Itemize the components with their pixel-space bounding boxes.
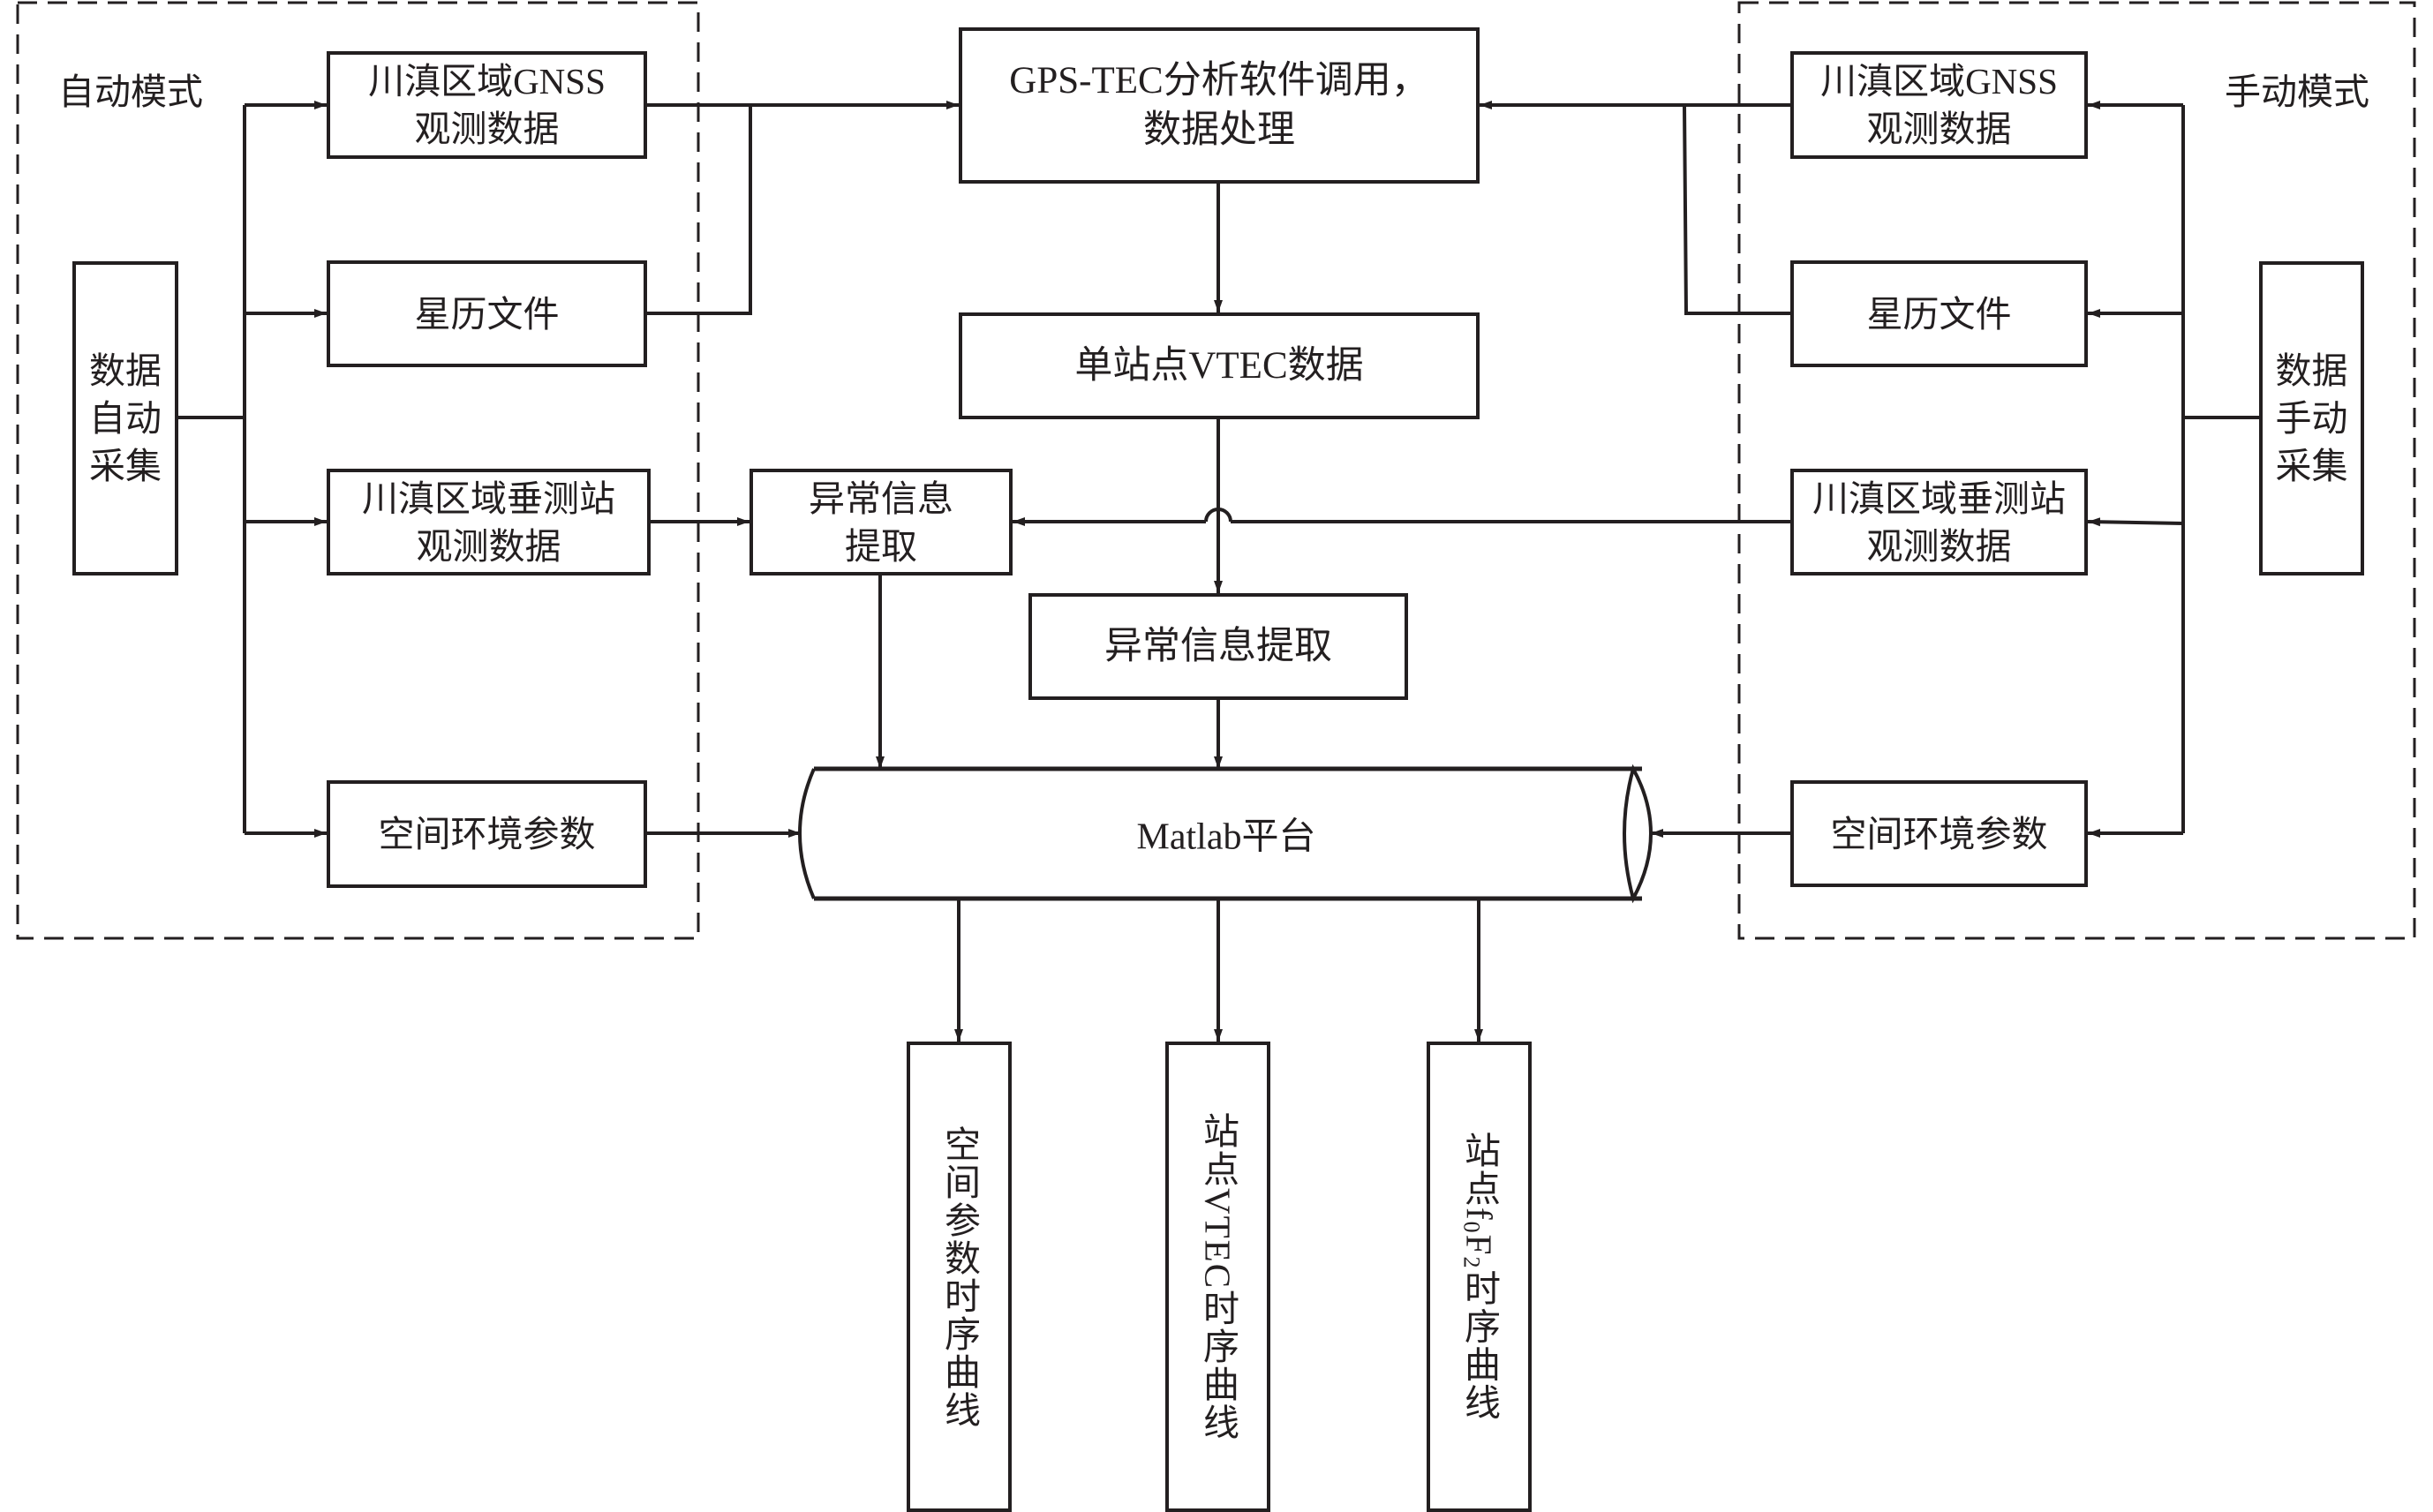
fof2-curve-prefix: 站点 <box>1458 1132 1500 1208</box>
anomaly-extract-left-box: 异常信息 提取 <box>749 469 1013 575</box>
manual-collector-line-1: 数据 <box>2275 350 2348 391</box>
auto-collector-line-3: 采集 <box>89 446 162 486</box>
manual-mode-label: 手动模式 <box>2225 71 2369 112</box>
vtec-curve-latin: VTEC <box>1197 1187 1239 1290</box>
manual-ionosonde-line-2: 观测数据 <box>1866 525 2012 567</box>
vtec-data-box: 单站点VTEC数据 <box>959 312 1480 419</box>
platform-cylinder-right-cap <box>1623 764 1653 904</box>
auto-data-collection-box: 数据 自动 采集 <box>72 261 178 575</box>
manual-space-env-label: 空间环境参数 <box>1830 813 2048 854</box>
manual-ephemeris-box: 星历文件 <box>1790 260 2088 367</box>
gps-tec-line-1: GPS-TEC分析软件调用， <box>1009 59 1429 102</box>
manual-collector-line-3: 采集 <box>2275 446 2348 486</box>
fof2-sub-o: 0 <box>1458 1221 1485 1235</box>
manual-ionosonde-data-box: 川滇区域垂测站 观测数据 <box>1790 469 2088 575</box>
manual-gnss-line-1: 川滇区域GNSS <box>1820 61 2058 102</box>
auto-ephemeris-box: 星历文件 <box>327 260 647 367</box>
space-params-curve-label: 空间参数时序曲线 <box>938 1125 980 1429</box>
space-params-curve-box: 空间参数时序曲线 <box>907 1042 1012 1512</box>
vtec-curve-suffix: 时序曲线 <box>1197 1290 1239 1442</box>
anomaly-extract-center-box: 异常信息提取 <box>1028 593 1408 700</box>
auto-space-env-label: 空间环境参数 <box>378 814 596 854</box>
manual-ionosonde-line-1: 川滇区域垂测站 <box>1812 478 2066 519</box>
manual-gnss-line-2: 观测数据 <box>1866 109 2012 149</box>
auto-mode-label: 自动模式 <box>58 71 203 112</box>
manual-ephemeris-label: 星历文件 <box>1866 293 2012 335</box>
auto-collector-line-1: 数据 <box>89 350 162 391</box>
platform-cylinder-body <box>814 766 1642 901</box>
auto-gnss-line-1: 川滇区域GNSS <box>368 61 606 102</box>
auto-gnss-ephemeris-merge <box>647 103 752 315</box>
anomaly-left-line-2: 提取 <box>845 525 917 567</box>
platform-cylinder-left-cap <box>798 768 816 899</box>
arrow-to-manual-ionosonde <box>2087 517 2184 527</box>
matlab-platform-label: Matlab平台 <box>1136 816 1316 858</box>
vtec-curve-label: 站点VTEC时序曲线 <box>1197 1111 1239 1442</box>
auto-gnss-data-box: 川滇区域GNSS 观测数据 <box>327 51 647 159</box>
fof2-curve-label: 站点f0F2时序曲线 <box>1458 1132 1500 1422</box>
auto-gnss-line-2: 观测数据 <box>414 109 560 149</box>
fof2-F: F <box>1458 1234 1500 1257</box>
manual-gnss-ephemeris-merge <box>1682 103 1790 315</box>
manual-gnss-data-box: 川滇区域GNSS 观测数据 <box>1790 51 2088 159</box>
auto-collector-line-2: 自动 <box>89 398 162 439</box>
auto-ionosonde-line-1: 川滇区域垂测站 <box>362 478 615 519</box>
vtec-curve-box: 站点VTEC时序曲线 <box>1165 1042 1270 1512</box>
fof2-curve-suffix: 时序曲线 <box>1458 1269 1500 1422</box>
fof2-f: f <box>1458 1207 1500 1222</box>
fof2-curve-box: 站点f0F2时序曲线 <box>1427 1042 1532 1512</box>
auto-ionosonde-data-box: 川滇区域垂测站 观测数据 <box>327 469 651 575</box>
manual-data-collection-box: 数据 手动 采集 <box>2259 261 2364 575</box>
auto-ephemeris-label: 星历文件 <box>414 293 560 335</box>
fof2-sub-2: 2 <box>1458 1256 1485 1270</box>
manual-collector-line-2: 手动 <box>2275 398 2348 439</box>
gps-tec-line-2: 数据处理 <box>1143 109 1295 151</box>
auto-mode-group-border <box>16 1 700 940</box>
anomaly-center-label: 异常信息提取 <box>1104 625 1332 667</box>
anomaly-left-line-1: 异常信息 <box>809 478 953 519</box>
auto-ionosonde-line-2: 观测数据 <box>416 525 561 567</box>
auto-space-env-box: 空间环境参数 <box>327 780 647 888</box>
vtec-curve-prefix: 站点 <box>1197 1111 1239 1188</box>
manual-space-env-box: 空间环境参数 <box>1790 780 2088 887</box>
vtec-data-label: 单站点VTEC数据 <box>1074 344 1364 387</box>
manual-mode-group-border <box>1737 1 2416 940</box>
gps-tec-processing-box: GPS-TEC分析软件调用， 数据处理 <box>959 27 1480 184</box>
